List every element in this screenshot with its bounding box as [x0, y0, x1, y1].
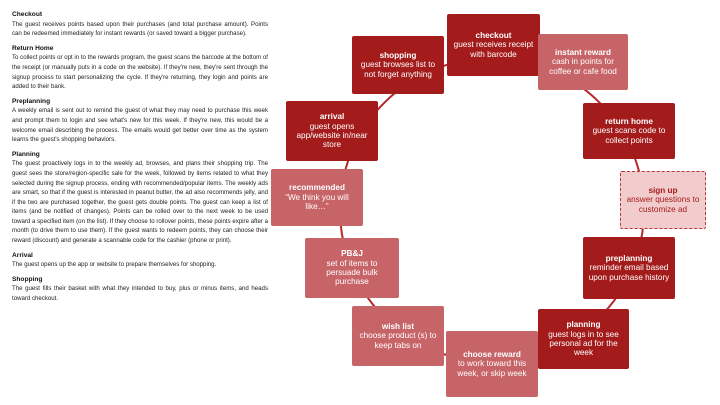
section-heading: Shopping	[12, 275, 43, 283]
step-title: choose reward	[463, 349, 521, 359]
step-title: wish list	[381, 321, 415, 331]
step-title: planning	[566, 320, 601, 330]
section-heading: Preplanning	[12, 97, 51, 105]
step-description: guest opens app/website in/near store	[296, 121, 368, 150]
step-description: guest scans code to collect points	[592, 126, 666, 145]
step-description: set of items to persuade bulk purchase	[326, 258, 378, 287]
step-preplanning: preplanning reminder email based upon pu…	[583, 237, 675, 299]
step-title: instant reward	[555, 47, 611, 57]
step-sign-up: sign up answer questions to customize ad	[620, 171, 706, 229]
step-description: to work toward this week, or skip week	[457, 359, 527, 378]
step-title: sign up	[648, 185, 678, 195]
section-heading: Arrival	[12, 251, 33, 259]
section-body: The guest fills their basket with what t…	[12, 285, 268, 303]
step-title: recommended	[289, 183, 345, 193]
process-descriptions: Checkout The guest receives points based…	[12, 10, 268, 402]
step-description: guest browses list to not forget anythin…	[360, 60, 436, 79]
section-body: A weekly email is sent out to remind the…	[12, 107, 268, 144]
step-description: guest logs in to see personal ad for the…	[548, 329, 619, 358]
step-arrival: arrival guest opens app/website in/near …	[286, 101, 378, 161]
section-heading: Planning	[12, 150, 40, 158]
section-arrival: Arrival The guest opens up the app or we…	[12, 251, 268, 270]
step-description: guest receives receipt with barcode	[453, 40, 534, 59]
step-planning: planning guest logs in to see personal a…	[538, 309, 629, 369]
step-title: return home	[605, 116, 653, 126]
section-body: The guest receives points based upon the…	[12, 20, 268, 38]
step-title: shopping	[379, 50, 417, 60]
step-title: PB&J	[341, 249, 363, 259]
step-checkout: checkout guest receives receipt with bar…	[447, 14, 540, 76]
section-shopping: Shopping The guest fills their basket wi…	[12, 275, 268, 304]
step-pbj: PB&J set of items to persuade bulk purch…	[305, 238, 399, 298]
step-description: answer questions to customize ad	[626, 195, 700, 214]
step-recommended: recommended “We think you will like…”	[271, 169, 363, 226]
step-shopping: shopping guest browses list to not forge…	[352, 36, 444, 94]
step-description: choose product (s) to keep tabs on	[359, 331, 437, 350]
step-title: arrival	[319, 112, 345, 122]
step-wish-list: wish list choose product (s) to keep tab…	[352, 306, 444, 366]
section-heading: Return Home	[12, 44, 54, 52]
step-return-home: return home guest scans code to collect …	[583, 103, 675, 159]
section-body: To collect points or opt in to the rewar…	[12, 54, 268, 91]
section-body: The guest opens up the app or website to…	[12, 261, 217, 269]
step-description: “We think you will like…”	[285, 192, 349, 212]
step-instant-reward: instant reward cash in points for coffee…	[538, 34, 628, 90]
section-body: The guest proactively logs in to the wee…	[12, 160, 268, 245]
step-title: preplanning	[605, 253, 653, 263]
section-checkout: Checkout The guest receives points based…	[12, 10, 268, 39]
section-heading: Checkout	[12, 11, 43, 18]
step-description: reminder email based upon purchase histo…	[588, 263, 670, 282]
step-description: cash in points for coffee or cafe food	[549, 57, 617, 76]
section-return-home: Return Home To collect points or opt in …	[12, 44, 268, 92]
step-choose-reward: choose reward to work toward this week, …	[446, 331, 538, 397]
section-planning: Planning The guest proactively logs in t…	[12, 150, 268, 246]
step-title: checkout	[475, 30, 512, 40]
section-preplanning: Preplanning A weekly email is sent out t…	[12, 97, 268, 145]
